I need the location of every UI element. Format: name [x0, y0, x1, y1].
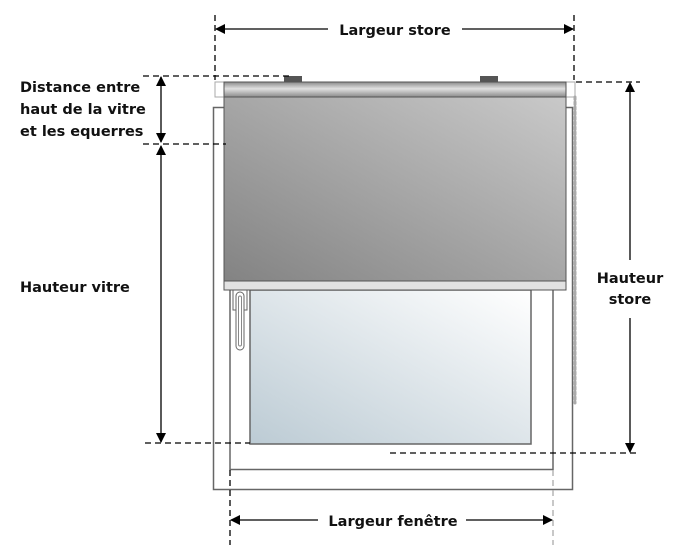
- label-distance-line3: et les equerres: [20, 124, 143, 140]
- bracket-right: [480, 76, 498, 83]
- label-hauteur-store-line2: store: [609, 292, 652, 308]
- label-largeur-store: Largeur store: [339, 23, 451, 39]
- window-handle-icon: [232, 289, 248, 351]
- label-distance-line2: haut de la vitre: [20, 102, 146, 118]
- label-distance-line1: Distance entre: [20, 80, 140, 96]
- window-glass: [249, 289, 532, 445]
- headrail: [223, 81, 567, 98]
- bracket-left: [284, 76, 302, 83]
- roller-blind: [214, 76, 577, 405]
- dimension-lines: [143, 15, 640, 545]
- label-hauteur-store-line1: Hauteur: [597, 271, 664, 287]
- label-largeur-fenetre: Largeur fenêtre: [328, 514, 457, 530]
- label-hauteur-vitre: Hauteur vitre: [20, 280, 130, 296]
- bottom-bar: [223, 280, 567, 291]
- blind-fabric: [223, 96, 567, 282]
